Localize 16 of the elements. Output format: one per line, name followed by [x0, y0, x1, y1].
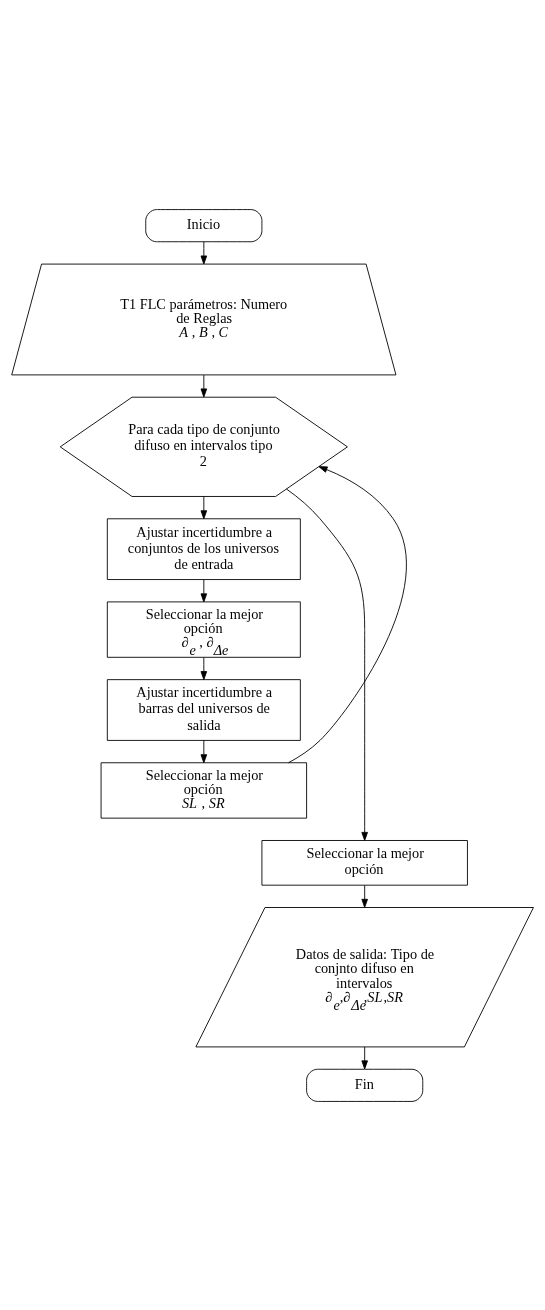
arrow	[288, 465, 407, 763]
arrow	[200, 656, 208, 680]
arrow	[200, 374, 208, 397]
node-box: Ajustar incertidumbre a barras del universos de salida	[106, 678, 301, 741]
arrow	[200, 578, 208, 602]
arrow	[361, 1046, 368, 1069]
arrow	[200, 495, 208, 519]
node-box: Fin	[306, 1068, 424, 1102]
arrow	[200, 739, 208, 763]
node-box: Seleccionar la mejor opción SL , SR	[100, 761, 308, 819]
node-box: Inicio	[145, 208, 263, 242]
node-box: Seleccionar la mejor opción	[261, 839, 468, 886]
arrow	[200, 240, 208, 264]
arrow	[286, 488, 368, 841]
node-box: Ajustar incertidumbre a conjuntos de los universos de entrada	[106, 517, 301, 580]
arrow	[361, 884, 368, 908]
